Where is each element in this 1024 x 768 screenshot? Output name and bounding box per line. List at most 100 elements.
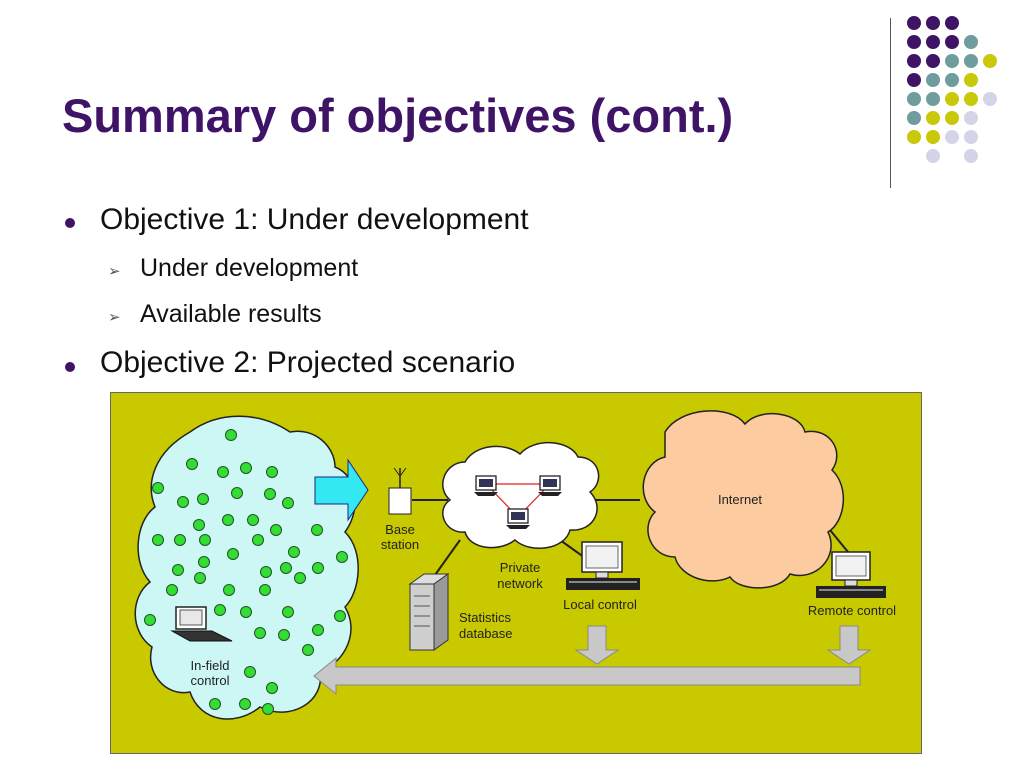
router-icon	[474, 475, 498, 496]
private-network-label-2: network	[497, 576, 543, 591]
decorative-dot	[907, 111, 921, 125]
bullet-dot	[65, 218, 75, 228]
slide-title: Summary of objectives (cont.)	[62, 89, 734, 142]
decorative-dot	[964, 73, 978, 87]
sensor-node	[240, 462, 252, 474]
laptop-icon	[170, 606, 233, 642]
sensor-node	[264, 488, 276, 500]
sensor-node	[312, 562, 324, 574]
decorative-dot	[926, 130, 940, 144]
sensor-node	[222, 514, 234, 526]
remote-control-label: Remote control	[808, 603, 896, 618]
statistics-database-label-1: Statistics	[459, 610, 512, 625]
internet-cloud	[642, 410, 845, 589]
down-arrow-local	[574, 625, 620, 665]
sensor-node	[217, 466, 229, 478]
sensor-node	[252, 534, 264, 546]
base-station-icon	[388, 487, 412, 515]
decorative-dot	[907, 130, 921, 144]
sensor-node	[262, 703, 274, 715]
sensor-node	[223, 584, 235, 596]
sensor-node	[194, 572, 206, 584]
base-station-label-1: Base	[385, 522, 415, 537]
sensor-node	[227, 548, 239, 560]
private-network-cloud	[442, 441, 600, 549]
sensor-field-cloud	[134, 415, 359, 720]
sensor-node	[152, 534, 164, 546]
sensor-node	[166, 584, 178, 596]
remote-control-computer-icon	[816, 551, 886, 598]
decorative-dot	[926, 35, 940, 49]
decorative-dot	[945, 16, 959, 30]
decorative-dot	[907, 92, 921, 106]
sensor-node	[199, 534, 211, 546]
internet-label: Internet	[718, 492, 762, 507]
decorative-dot	[964, 130, 978, 144]
sensor-node	[209, 698, 221, 710]
sensor-node	[266, 466, 278, 478]
decorative-dot	[907, 54, 921, 68]
sensor-node	[177, 496, 189, 508]
sub-bullet-under-development: Under development	[140, 254, 359, 282]
decorative-dot	[926, 73, 940, 87]
decorative-dot	[907, 73, 921, 87]
decorative-dot	[964, 111, 978, 125]
decorative-dot	[945, 92, 959, 106]
decorative-dot	[964, 92, 978, 106]
sensor-node	[193, 519, 205, 531]
sub-bullet-available-results: Available results	[140, 300, 322, 328]
server-icon	[408, 573, 450, 651]
arrow-bullet-icon: ➢	[108, 309, 121, 326]
sensor-node	[174, 534, 186, 546]
decorative-dot	[983, 54, 997, 68]
sensor-node	[259, 584, 271, 596]
decorative-dot	[945, 35, 959, 49]
sensor-node	[244, 666, 256, 678]
title-divider	[890, 18, 891, 188]
infield-control-label-2: control	[190, 673, 229, 688]
sensor-node	[311, 524, 323, 536]
down-arrow-remote	[826, 625, 872, 665]
decorative-dot	[964, 35, 978, 49]
data-flow-arrow	[314, 458, 369, 522]
antenna-icon	[393, 467, 407, 488]
sensor-node	[214, 604, 226, 616]
private-network-label-1: Private	[500, 560, 540, 575]
decorative-dot	[945, 111, 959, 125]
decorative-dot	[926, 149, 940, 163]
sensor-node	[144, 614, 156, 626]
sensor-node	[198, 556, 210, 568]
sensor-node	[312, 624, 324, 636]
decorative-dot	[945, 73, 959, 87]
decorative-dot-grid	[907, 16, 997, 163]
sensor-node	[294, 572, 306, 584]
decorative-dot	[964, 149, 978, 163]
sensor-node	[231, 487, 243, 499]
decorative-dot	[907, 35, 921, 49]
decorative-dot	[926, 16, 940, 30]
sensor-node	[247, 514, 259, 526]
infield-control-label-1: In-field	[190, 658, 229, 673]
local-control-label: Local control	[563, 597, 637, 612]
sensor-node	[266, 682, 278, 694]
sensor-node	[282, 606, 294, 618]
sensor-node	[260, 566, 272, 578]
sensor-node	[334, 610, 346, 622]
link-line	[829, 529, 849, 553]
sensor-node	[152, 482, 164, 494]
decorative-dot	[926, 54, 940, 68]
decorative-dot	[983, 92, 997, 106]
bullet-objective-1: Objective 1: Under development	[100, 203, 529, 236]
sensor-node	[288, 546, 300, 558]
decorative-dot	[945, 130, 959, 144]
sensor-node	[239, 698, 251, 710]
local-control-computer-icon	[566, 541, 640, 590]
decorative-dot	[964, 54, 978, 68]
sensor-node	[172, 564, 184, 576]
scenario-diagram: In-field control Base station Private ne…	[110, 392, 922, 754]
sensor-node	[186, 458, 198, 470]
sensor-node	[254, 627, 266, 639]
sensor-nodes	[144, 429, 348, 715]
sensor-node	[280, 562, 292, 574]
